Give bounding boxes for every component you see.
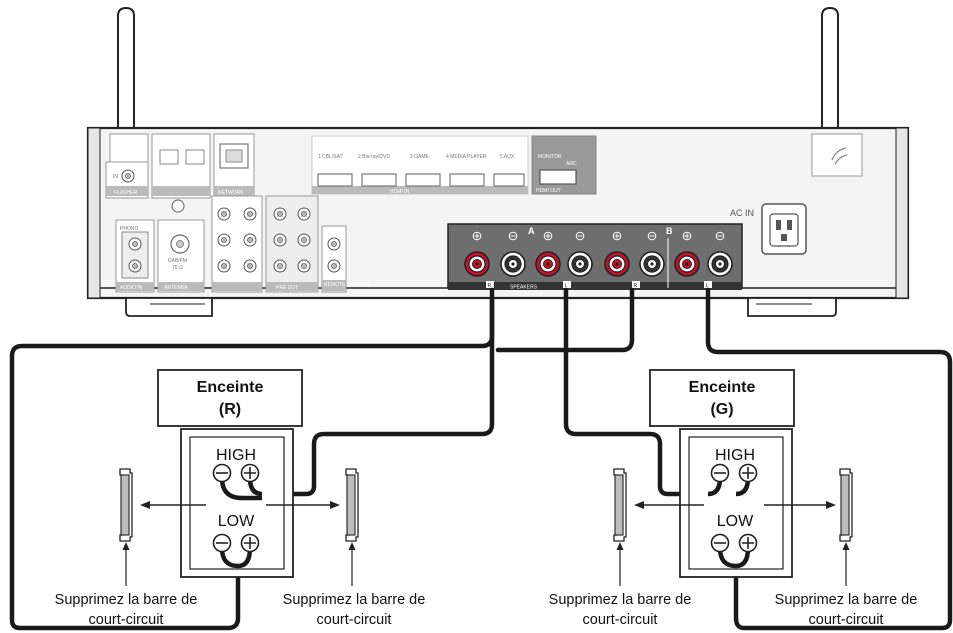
antenna-base-left: [109, 133, 149, 163]
channel-r-label-1: R: [488, 283, 492, 289]
channel-r-label-2: R: [634, 283, 638, 289]
antenna-base-right: [811, 133, 863, 177]
group-a-label: A: [528, 226, 535, 236]
note-r-left-line1: Supprimez la barre de: [55, 592, 198, 608]
cable-r-high: [259, 297, 495, 497]
receiver-foot-right: [747, 297, 837, 317]
hdmi-label-1: 1 CBL/SAT: [318, 154, 343, 160]
cable-outer-r: [9, 287, 495, 631]
arc-label: ARC: [566, 161, 577, 167]
speaker-r-high-label: HIGH: [216, 447, 256, 464]
speaker-g-low-label: LOW: [717, 513, 754, 530]
shorting-bar-g-left: [613, 468, 627, 542]
hdmi-in-label: HDMI IN: [390, 189, 410, 195]
audio-in-label: AUDIO IN: [120, 285, 143, 291]
receiver-foot-left: [125, 297, 213, 317]
note-r-left-line2: court-circuit: [89, 612, 164, 628]
channel-l-label-2: L: [706, 283, 709, 289]
flasher-in-label: IN: [113, 174, 118, 180]
cable-outer-g: [705, 287, 953, 631]
shorting-bar-r-left: [119, 468, 133, 542]
note-g-left-line2: court-circuit: [583, 612, 658, 628]
cable-g-high: [563, 287, 743, 497]
analog-io-section: PRE OUT REMOTE CONTROL: [211, 195, 371, 293]
hdmi-out-label: HDMI OUT: [536, 188, 561, 194]
speaker-g-title: Enceinte: [689, 379, 756, 396]
flasher-section: IN FLASHER: [105, 161, 149, 199]
note-g-right-line1: Supprimez la barre de: [775, 592, 918, 608]
note-g-left-line1: Supprimez la barre de: [549, 592, 692, 608]
pre-out-label: PRE OUT: [276, 285, 298, 291]
speaker-terminals: A B SPEAKERS R L R L: [447, 223, 743, 291]
hdmi-out-section: MONITOR ARC HDMI OUT: [531, 135, 597, 195]
phono-label: PHONO: [120, 226, 138, 232]
note-r-right-line1: Supprimez la barre de: [283, 592, 426, 608]
pointer-arrows-r: [122, 542, 356, 586]
network-label: NETWORK: [218, 190, 244, 196]
antenna-left: [117, 6, 135, 153]
cable-r-high-from-rplus: [495, 287, 635, 353]
hdmi-label-2: 2 Blu-ray/DVD: [358, 154, 390, 160]
speaker-r-channel: (R): [219, 401, 241, 418]
ohm-label: 75 Ω: [172, 265, 183, 271]
ac-inlet: AC IN: [730, 203, 807, 255]
shorting-bar-r-right: [345, 468, 359, 542]
hdmi-label-3: 3 GAME: [410, 154, 430, 160]
speaker-cables: [9, 287, 953, 631]
monitor-label: MONITOR: [538, 154, 562, 160]
hdmi-in-section: 1 CBL/SAT 2 Blu-ray/DVD 3 GAME 4 MEDIA P…: [311, 135, 529, 195]
speaker-r-title: Enceinte: [197, 379, 264, 396]
note-g-right-line2: court-circuit: [809, 612, 884, 628]
remote-control-label: REMOTE CONTROL: [324, 282, 371, 288]
antenna-section: DAB/FM 75 Ω ANTENNA: [157, 219, 205, 293]
shorting-bar-g-right: [839, 468, 853, 542]
hdmi-label-4: 4 MEDIA PLAYER: [446, 154, 487, 160]
audio-in-section: PHONO AUDIO IN: [115, 219, 155, 293]
speaker-r: Enceinte (R) HIGH LOW: [140, 369, 340, 578]
antenna-label: ANTENNA: [164, 285, 189, 291]
wireless-icon: [831, 147, 848, 165]
flasher-label: FLASHER: [114, 190, 137, 196]
dab-fm-label: DAB/FM: [168, 258, 187, 264]
antenna-right: [821, 6, 839, 153]
pointer-arrows-g: [616, 542, 850, 586]
speaker-r-low-label: LOW: [218, 513, 255, 530]
speaker-g-high-label: HIGH: [715, 447, 755, 464]
channel-l-label-1: L: [565, 283, 568, 289]
group-b-label: B: [666, 226, 673, 236]
network-section: NETWORK: [213, 133, 255, 199]
speaker-g-channel: (G): [710, 401, 733, 418]
speakers-label: SPEAKERS: [510, 285, 538, 291]
hdmi-label-5: 5 AUX: [500, 154, 515, 160]
note-r-right-line2: court-circuit: [317, 612, 392, 628]
speaker-g: Enceinte (G) HIGH LOW: [634, 369, 836, 578]
ground-terminal: [171, 199, 185, 213]
ac-in-label: AC IN: [730, 208, 754, 218]
